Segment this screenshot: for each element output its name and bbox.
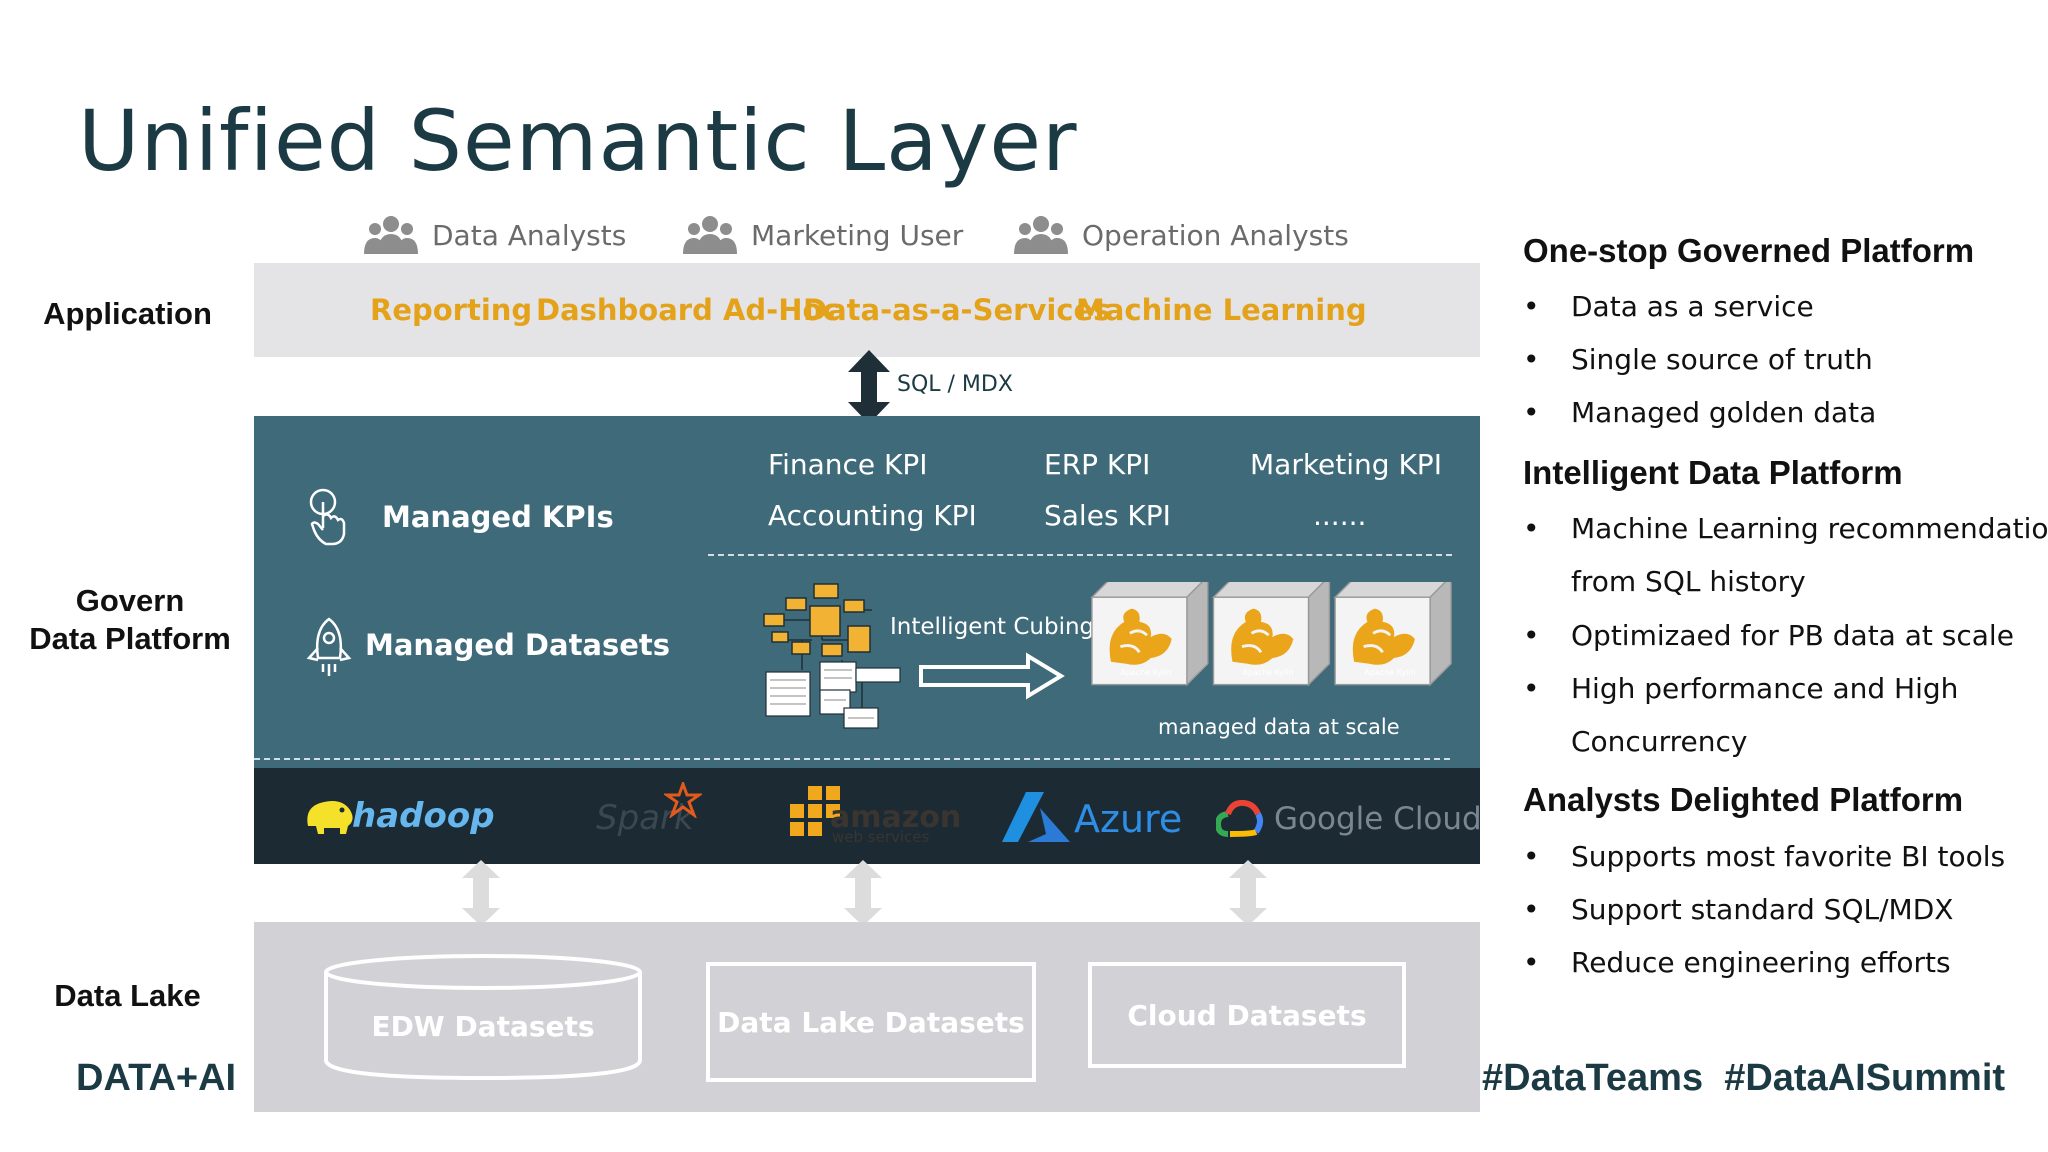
side-item-text: Machine Learning recommendation: [1571, 512, 2048, 545]
bullet-icon: •: [1523, 946, 1540, 979]
people-icon: [683, 216, 737, 254]
application-bar: [254, 263, 1480, 357]
layer-label-govern-line2: Data Platform: [29, 621, 231, 656]
bullet-icon: •: [1523, 512, 1540, 545]
schema-diagram-icon: [763, 583, 901, 729]
bullet-icon: •: [1523, 893, 1540, 926]
touch-icon: [309, 488, 346, 546]
bullet-icon: •: [1523, 840, 1540, 873]
side-item-text: High performance and High: [1571, 672, 1959, 705]
double-arrow-icon: [844, 860, 882, 926]
side-item-text: from SQL history: [1571, 565, 1806, 598]
side-item-text: Optimizaed for PB data at scale: [1571, 619, 2014, 652]
footer-brand: DATA+AI: [76, 1057, 237, 1099]
side-item-text: Reduce engineering efforts: [1571, 946, 1951, 979]
side-item-text: Managed golden data: [1571, 396, 1877, 429]
user-label: Operation Analysts: [1082, 218, 1349, 252]
layer-label-data-lake: Data Lake: [54, 978, 201, 1013]
side-heading-2: Intelligent Data Platform: [1523, 454, 1903, 491]
side-item-text: Support standard SQL/MDX: [1571, 893, 1954, 926]
side-heading-3: Analysts Delighted Platform: [1523, 781, 1964, 818]
kpi-accounting: Accounting KPI: [768, 499, 977, 532]
double-arrow-icon: [848, 350, 890, 424]
cube-logo-text: Apache Kylin: [1120, 668, 1172, 677]
layer-label-application: Application: [43, 296, 212, 331]
database-cylinder-icon: [324, 954, 642, 1081]
cloud-datasets-label: Cloud Datasets: [1127, 998, 1367, 1032]
side-heading-1: One-stop Governed Platform: [1523, 232, 1975, 269]
divider: [254, 758, 1450, 760]
people-icon: [1014, 216, 1068, 254]
data-lake-datasets-box: Data Lake Datasets: [706, 962, 1036, 1082]
app-item-reporting: Reporting: [370, 293, 533, 327]
kpi-erp: ERP KPI: [1044, 448, 1151, 481]
cube-caption: managed data at scale: [1158, 715, 1400, 739]
google-cloud-icon: [1216, 800, 1264, 837]
aws-logo: amazon: [830, 800, 962, 835]
platform-bar: [254, 768, 1480, 864]
footer-hashtags: #DataTeams #DataAISummit: [1482, 1057, 2006, 1099]
app-item-ml: Machine Learning: [1076, 293, 1367, 327]
cloud-datasets-box: Cloud Datasets: [1088, 962, 1406, 1068]
side-item-text: Single source of truth: [1571, 343, 1873, 376]
bullet-icon: •: [1523, 343, 1540, 376]
rocket-icon: [306, 617, 352, 676]
app-item-daas: Data-as-a-Services: [803, 293, 1111, 327]
bullet-icon: •: [1523, 290, 1540, 323]
kpi-finance: Finance KPI: [768, 448, 928, 481]
user-operation-analysts: Operation Analysts: [1012, 210, 1349, 260]
data-lake-datasets-label: Data Lake Datasets: [717, 1005, 1025, 1039]
managed-kpis-label: Managed KPIs: [382, 500, 614, 534]
cubing-label: Intelligent Cubing: [890, 614, 1095, 640]
kpi-marketing: Marketing KPI: [1250, 448, 1442, 481]
people-icon: [364, 216, 418, 254]
side-item-text: Supports most favorite BI tools: [1571, 840, 2006, 873]
user-data-analysts: Data Analysts: [362, 210, 626, 260]
google-cloud-logo: Google Cloud: [1274, 801, 1482, 837]
double-arrow-icon: [462, 860, 500, 926]
bullet-icon: •: [1523, 672, 1540, 705]
layer-label-govern: Govern Data Platform: [20, 583, 240, 657]
divider: [708, 554, 1452, 556]
bullet-icon: •: [1523, 619, 1540, 652]
hadoop-logo: hadoop: [352, 796, 495, 836]
kpi-sales: Sales KPI: [1044, 499, 1171, 532]
cube-group: [1090, 582, 1453, 687]
cube-logo-text: Apache Kylin: [1242, 668, 1294, 677]
connector-label: SQL / MDX: [897, 372, 1013, 397]
bullet-icon: •: [1523, 396, 1540, 429]
managed-datasets-label: Managed Datasets: [365, 628, 671, 662]
user-label: Data Analysts: [432, 218, 627, 252]
app-item-dashboard: Dashboard Ad-Hoc: [536, 293, 840, 327]
layer-label-govern-line1: Govern: [75, 583, 185, 618]
azure-icon: [1002, 792, 1070, 842]
right-arrow-icon: [919, 652, 1065, 700]
spark-star-icon: [664, 782, 702, 818]
aws-boxes-icon: [790, 786, 840, 836]
aws-logo-sub: web services: [832, 828, 930, 846]
hadoop-elephant-icon: [307, 801, 353, 834]
side-item-text: Concurrency: [1571, 725, 1748, 758]
side-item-text: Data as a service: [1571, 290, 1814, 323]
user-marketing: Marketing User: [681, 210, 963, 260]
cube-logo-text: Apache Kylin: [1364, 668, 1416, 677]
user-label: Marketing User: [751, 218, 964, 252]
edw-datasets-label: EDW Datasets: [371, 1010, 595, 1043]
kpi-more: ......: [1313, 499, 1367, 532]
double-arrow-icon: [1229, 860, 1267, 926]
page-title: Unified Semantic Layer: [78, 92, 1078, 190]
azure-logo: Azure: [1074, 797, 1183, 841]
